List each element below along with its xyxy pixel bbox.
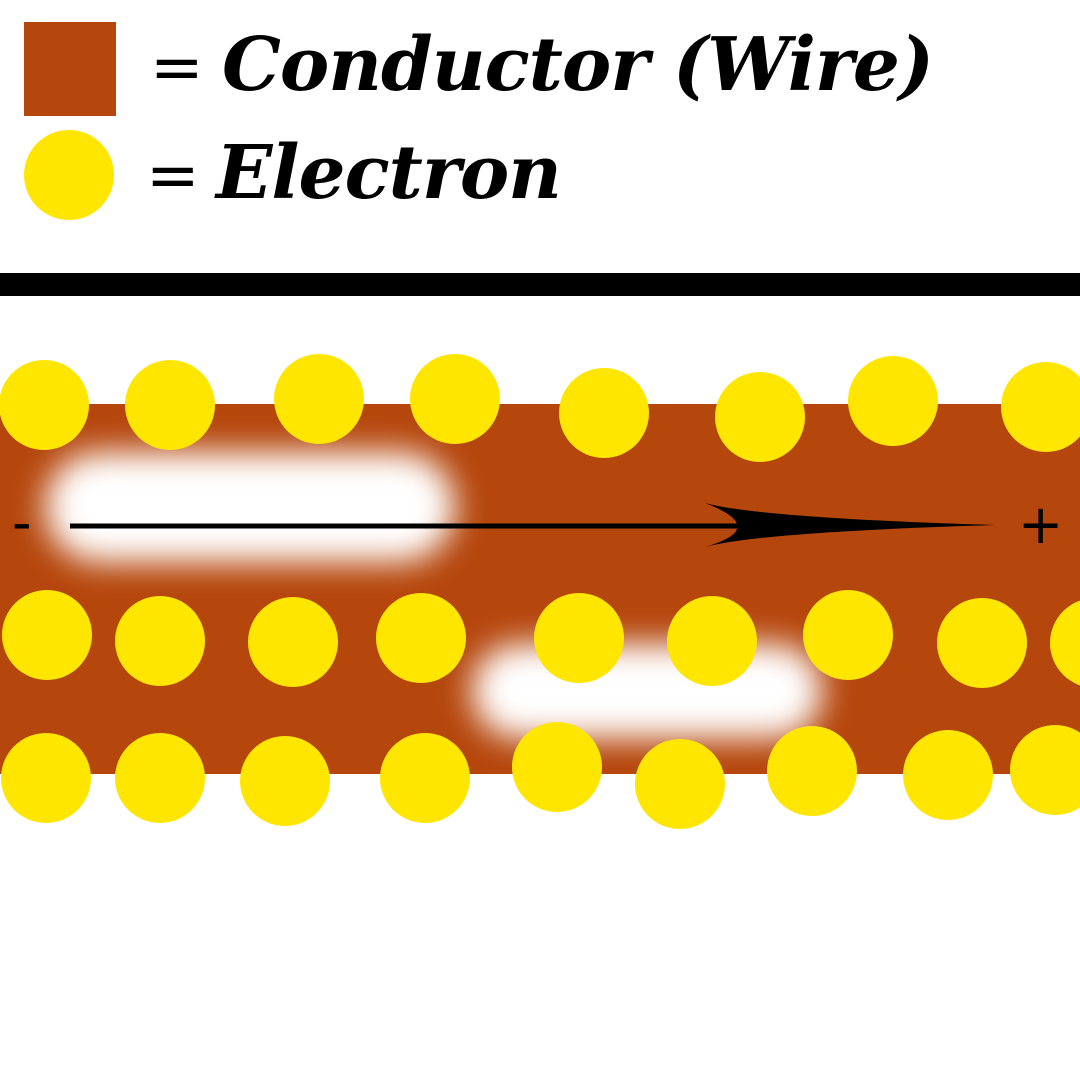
electron <box>376 593 466 683</box>
electron <box>903 730 993 820</box>
electron <box>635 739 725 829</box>
electron <box>715 372 805 462</box>
electron <box>115 733 205 823</box>
electron-equals-sign: = <box>146 139 200 213</box>
electron <box>667 596 757 686</box>
conductor-equals-sign: = <box>150 31 204 105</box>
hole-region-upper <box>45 452 455 562</box>
electron <box>248 597 338 687</box>
electron <box>848 356 938 446</box>
electron <box>380 733 470 823</box>
electron <box>115 596 205 686</box>
electron <box>937 598 1027 688</box>
conductor-legend-label: Conductor (Wire) <box>222 22 934 108</box>
divider-line <box>0 273 1080 296</box>
current-arrow <box>70 503 995 547</box>
electron-group <box>0 354 1080 829</box>
electron-legend-label: Electron <box>216 130 562 216</box>
electron <box>1001 362 1080 452</box>
conductor-swatch <box>24 22 116 116</box>
negative-terminal-label: - <box>12 491 32 554</box>
hole-region-lower <box>472 644 822 738</box>
electron <box>125 360 215 450</box>
electron <box>410 354 500 444</box>
electron <box>1010 725 1080 815</box>
electron <box>1050 600 1080 686</box>
positive-terminal-label: + <box>1018 493 1064 556</box>
electron <box>512 722 602 812</box>
electron-swatch <box>24 130 114 220</box>
electron <box>0 360 89 450</box>
electron <box>1 733 91 823</box>
electron <box>274 354 364 444</box>
electron <box>767 726 857 816</box>
electron <box>803 590 893 680</box>
arrow-head <box>705 503 995 547</box>
electron <box>559 368 649 458</box>
electron <box>2 590 92 680</box>
electron <box>534 593 624 683</box>
electron <box>240 736 330 826</box>
